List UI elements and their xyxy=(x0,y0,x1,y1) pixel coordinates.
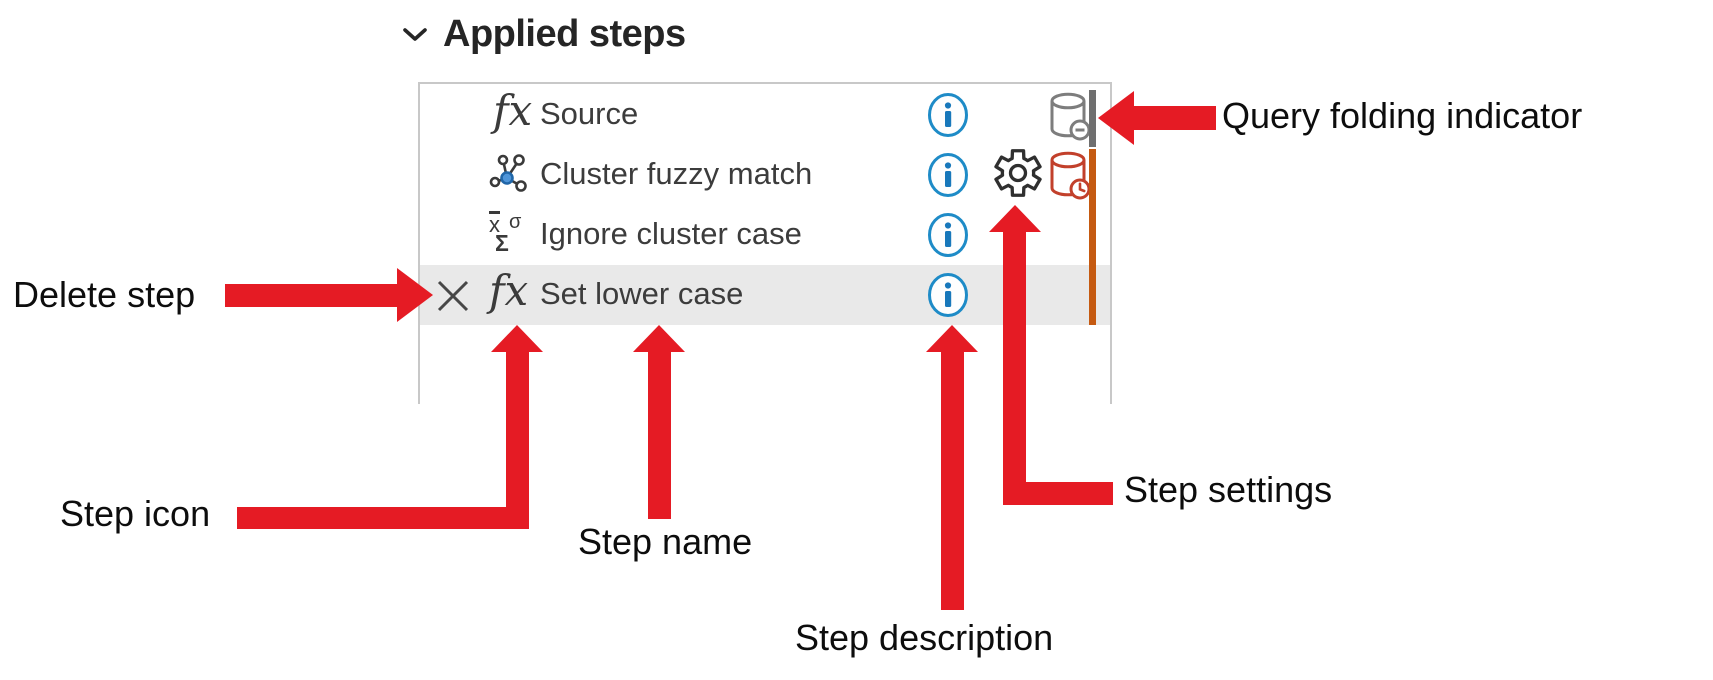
cluster-icon xyxy=(488,151,532,195)
step-icon-label: Step icon xyxy=(60,493,211,534)
step-name-arrowhead xyxy=(633,325,685,352)
query-folding-arrow xyxy=(1132,106,1216,130)
delete-step-arrow xyxy=(225,284,399,307)
gear-icon[interactable] xyxy=(993,148,1043,198)
delete-step-label: Delete step xyxy=(13,274,196,315)
x-bar-glyph: x xyxy=(489,211,500,237)
info-icon[interactable] xyxy=(927,212,969,258)
query-folding-label: Query folding indicator xyxy=(1222,95,1583,136)
database-minus-icon xyxy=(1046,91,1090,141)
delete-step-arrowhead xyxy=(397,268,433,322)
step-icon-arrow xyxy=(237,507,529,529)
step-settings-label: Step settings xyxy=(1124,469,1333,510)
step-icon-arrowhead xyxy=(491,325,543,352)
step-description-label: Step description xyxy=(795,617,1054,658)
section-title: Applied steps xyxy=(443,13,686,55)
database-clock-icon xyxy=(1046,150,1090,200)
query-folding-indicator-gray xyxy=(1089,90,1096,147)
step-name[interactable]: Ignore cluster case xyxy=(540,216,802,251)
big-sigma-glyph: Σ xyxy=(495,230,509,256)
step-name[interactable]: Cluster fuzzy match xyxy=(540,156,813,191)
step-description-arrow xyxy=(941,351,964,610)
step-settings-arrow xyxy=(1003,230,1026,505)
info-icon[interactable] xyxy=(927,92,969,138)
step-settings-arrow xyxy=(1003,482,1113,505)
query-folding-indicator-orange xyxy=(1089,149,1096,325)
delete-step-icon[interactable] xyxy=(435,278,471,314)
fx-icon: fx xyxy=(489,266,529,315)
sigma-glyph: σ xyxy=(509,211,522,233)
step-name[interactable]: Source xyxy=(540,96,639,131)
step-settings-arrowhead xyxy=(989,205,1041,232)
info-icon[interactable] xyxy=(927,152,969,198)
step-name[interactable]: Set lower case xyxy=(540,276,744,311)
step-icon-arrow xyxy=(506,351,529,529)
info-icon[interactable] xyxy=(927,272,969,318)
query-folding-arrowhead xyxy=(1098,91,1134,145)
step-name-arrow xyxy=(648,351,671,519)
step-name-label: Step name xyxy=(578,521,753,562)
chevron-down-icon[interactable] xyxy=(402,27,428,43)
step-row-set-lower-case[interactable] xyxy=(420,265,1110,325)
step-description-arrowhead xyxy=(926,325,978,352)
fx-icon: fx xyxy=(493,86,533,135)
